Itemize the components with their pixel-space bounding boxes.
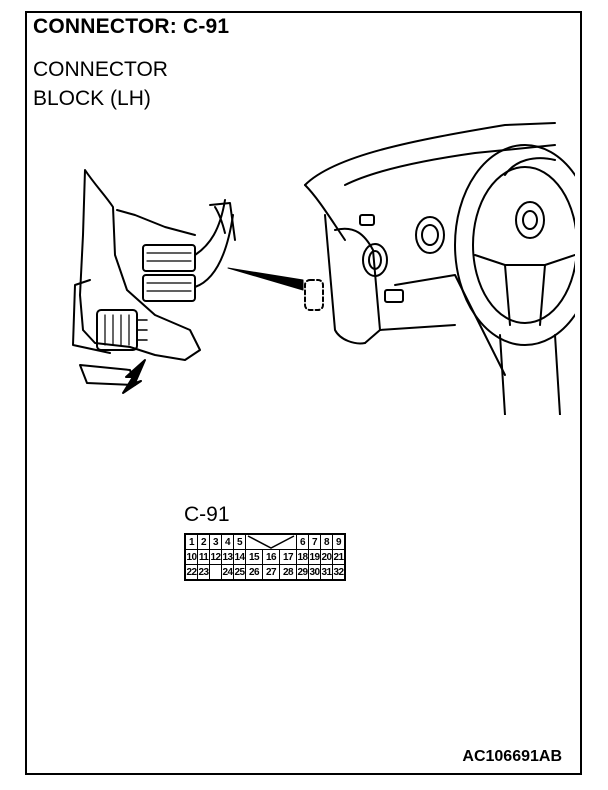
pin-cell: 11 bbox=[197, 549, 210, 565]
pin-cell: 30 bbox=[308, 564, 321, 581]
pin-cell: 17 bbox=[279, 549, 297, 565]
connector-location-illustration bbox=[72, 122, 575, 415]
pin-cell: 25 bbox=[233, 564, 246, 581]
subtitle-line-2: BLOCK (LH) bbox=[33, 87, 151, 110]
pin-cell: 9 bbox=[332, 533, 346, 550]
pin-cell: 13 bbox=[221, 549, 234, 565]
pin-cell: 18 bbox=[296, 549, 309, 565]
page-title: CONNECTOR: C-91 bbox=[33, 15, 230, 38]
pin-cell: 2 bbox=[197, 533, 210, 550]
pin-cell: 23 bbox=[197, 564, 210, 581]
pin-cell: 4 bbox=[221, 533, 234, 550]
pin-cell: 21 bbox=[332, 549, 346, 565]
pin-cell: 3 bbox=[209, 533, 222, 550]
pin-cell: 28 bbox=[279, 564, 297, 581]
connector-key-notch bbox=[245, 533, 297, 550]
pin-cell: 27 bbox=[262, 564, 280, 581]
pin-cell: 16 bbox=[262, 549, 280, 565]
connector-label: C-91 bbox=[184, 503, 230, 526]
pin-cell: 20 bbox=[320, 549, 333, 565]
connector-pin-table: 1 2 3 4 5 6 7 8 9 10 11 12 13 14 15 16 1… bbox=[184, 533, 346, 581]
figure-frame bbox=[25, 11, 582, 775]
pin-cell: 1 bbox=[184, 533, 198, 550]
steering-wheel-icon bbox=[454, 144, 575, 415]
pin-cell: 22 bbox=[184, 564, 198, 581]
pin-cell: 10 bbox=[184, 549, 198, 565]
figure-code: AC106691AB bbox=[462, 748, 562, 765]
pin-cell: 26 bbox=[245, 564, 263, 581]
pin-row-1: 1 2 3 4 5 6 7 8 9 bbox=[184, 533, 346, 550]
pin-cell: 32 bbox=[332, 564, 346, 581]
pin-cell: 31 bbox=[320, 564, 333, 581]
pin-cell: 29 bbox=[296, 564, 309, 581]
pin-cell: 19 bbox=[308, 549, 321, 565]
pin-cell: 5 bbox=[233, 533, 246, 550]
pin-row-3: 22 23 24 25 26 27 28 29 30 31 32 bbox=[184, 564, 346, 581]
pin-cell: 15 bbox=[245, 549, 263, 565]
pin-cell: 12 bbox=[209, 549, 222, 565]
pin-row-2: 10 11 12 13 14 15 16 17 18 19 20 21 bbox=[184, 549, 346, 565]
connector-block-icon bbox=[72, 169, 236, 386]
pin-cell-empty bbox=[209, 564, 222, 581]
subtitle-line-1: CONNECTOR bbox=[33, 58, 168, 81]
pin-cell: 7 bbox=[308, 533, 321, 550]
dashboard-icon bbox=[304, 122, 556, 376]
pin-cell: 6 bbox=[296, 533, 309, 550]
pin-cell: 14 bbox=[233, 549, 246, 565]
pin-cell: 24 bbox=[221, 564, 234, 581]
pin-cell: 8 bbox=[320, 533, 333, 550]
arrow-icon bbox=[122, 359, 146, 394]
